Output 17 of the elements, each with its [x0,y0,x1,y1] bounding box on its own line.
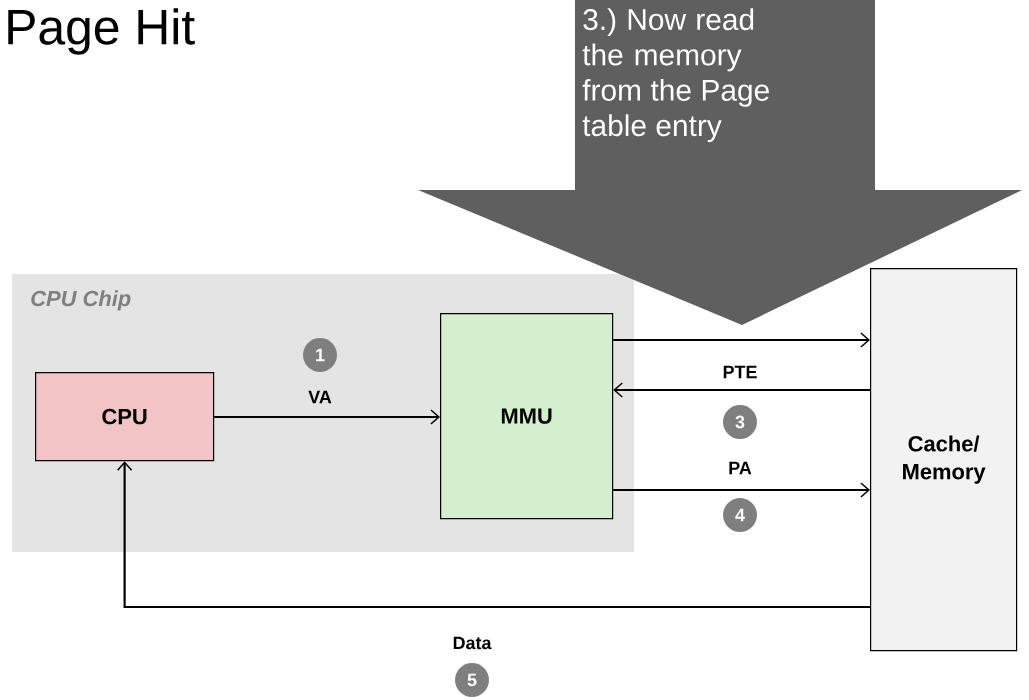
arrow [116,461,870,609]
component-box: MMU [440,312,614,520]
edge-label: VA [306,389,334,405]
arrow [613,332,870,348]
arrow [214,409,440,425]
edge-label: PTE [721,364,759,380]
edge-label: PA [726,460,754,476]
title: Page Hit [8,8,195,55]
component-box: Cache/ Memory [870,267,1018,652]
callout-number: 1 [303,338,337,372]
callout-number: 3 [723,405,757,439]
edge-label: Data [451,635,493,651]
arrow [613,482,870,498]
callout-number: 4 [723,498,757,532]
callout-number: 5 [455,663,489,697]
component-box: CPU [35,371,215,462]
arrow [613,382,870,398]
